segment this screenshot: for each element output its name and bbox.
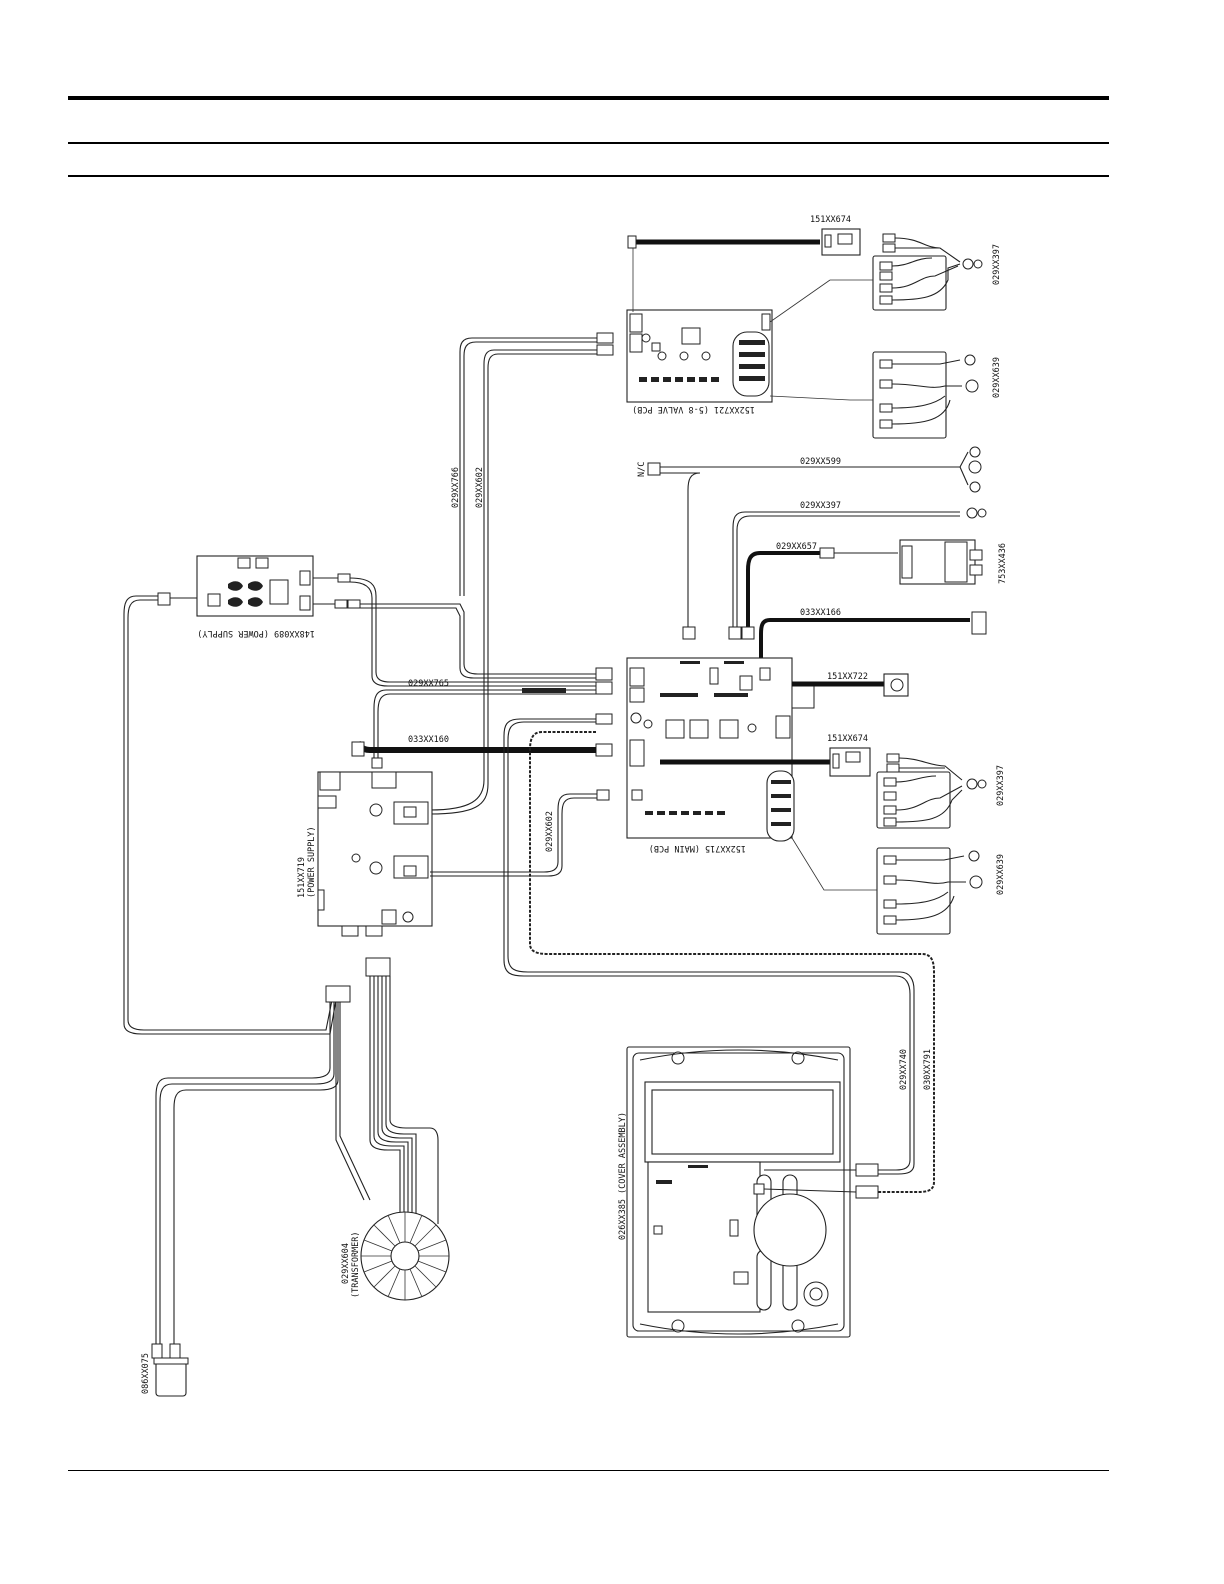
cable-599-label: 029XX599	[800, 457, 841, 467]
transformer: 029XX604 (TRANSFORMER)	[325, 957, 450, 1301]
conn-mid-label: 151XX674	[827, 734, 868, 744]
main-pcb-label: 152XX715 (MAIN PCB)	[649, 843, 746, 853]
valve-pcb-label: 152XX721 (5-8 VALVE PCB)	[632, 404, 755, 414]
header-rule-thin	[68, 175, 1109, 177]
cable-602-mid-label: 029XX602	[545, 811, 555, 852]
cable-657: 029XX657 753XX436	[746, 539, 1008, 630]
ps-small-label: 148XX089 (POWER SUPPLY)	[197, 628, 315, 638]
cable-397-label: 029XX397	[800, 501, 841, 511]
harness-top-639: 029XX639	[872, 351, 1002, 439]
cable-766-label: 029XX766	[451, 467, 461, 508]
harness-mid-639-label: 029XX639	[996, 854, 1006, 895]
footer-rule	[68, 1470, 1109, 1471]
cable-160-label: 033XX160	[408, 735, 449, 745]
cable-160: 033XX160	[351, 735, 596, 757]
ribbon-cable-mid: 151XX674	[660, 734, 871, 777]
fuse-label: 086XX075	[141, 1353, 151, 1394]
harness-top-639-label: 029XX639	[992, 357, 1002, 398]
cable-657-label: 029XX657	[776, 542, 817, 552]
cable-791-label: 030XX791	[923, 1049, 933, 1090]
conn-722-label: 151XX722	[827, 672, 868, 682]
assy-436-label: 753XX436	[998, 543, 1008, 584]
cable-765-label: 029XX765	[408, 679, 449, 689]
transformer-label-1: 029XX604	[341, 1243, 351, 1284]
harness-mid-639: 029XX639	[876, 847, 1006, 935]
cover-label: 026XX385 (COVER ASSEMBLY)	[618, 1112, 628, 1240]
cable-602-top-label: 029XX602	[475, 467, 485, 508]
nc-label: N/C	[637, 462, 647, 477]
cable-765: 029XX765	[371, 679, 596, 769]
fuse: 086XX075	[141, 1002, 339, 1397]
conn-top-label: 151XX674	[810, 215, 851, 225]
harness-top-397-label: 029XX397	[992, 244, 1002, 285]
cover-assembly: 026XX385 (COVER ASSEMBLY)	[618, 1046, 857, 1338]
header-rule-thick	[68, 96, 1109, 100]
ribbon-cable-top: 151XX674	[627, 215, 861, 312]
cable-166-label: 033XX166	[800, 608, 841, 618]
harness-mid-397-label: 029XX397	[996, 765, 1006, 806]
cable-166: 033XX166	[759, 608, 987, 660]
header-rule-mid	[68, 142, 1109, 144]
conn-722: 151XX722	[792, 672, 909, 697]
cable-599: N/C 029XX599	[637, 446, 982, 630]
harness-top-397: 029XX397	[872, 233, 1002, 311]
transformer-label-2: (TRANSFORMER)	[351, 1231, 361, 1298]
cable-397-mid: 029XX397	[732, 501, 987, 630]
large-power-supply: 151XX719 (POWER SUPPLY)	[297, 771, 433, 937]
small-power-supply: 148XX089 (POWER SUPPLY)	[196, 555, 315, 638]
ps-large-label-b: (POWER SUPPLY)	[307, 826, 317, 898]
main-pcb: 152XX715 (MAIN PCB)	[626, 657, 815, 853]
cable-766: 029XX766 029XX602	[429, 332, 614, 815]
cable-740-label: 029XX740	[899, 1049, 909, 1090]
harness-mid-397: 029XX397	[876, 753, 1006, 829]
ps-large-label-a: 151XX719	[297, 857, 307, 898]
valve-pcb: 152XX721 (5-8 VALVE PCB)	[626, 309, 773, 414]
